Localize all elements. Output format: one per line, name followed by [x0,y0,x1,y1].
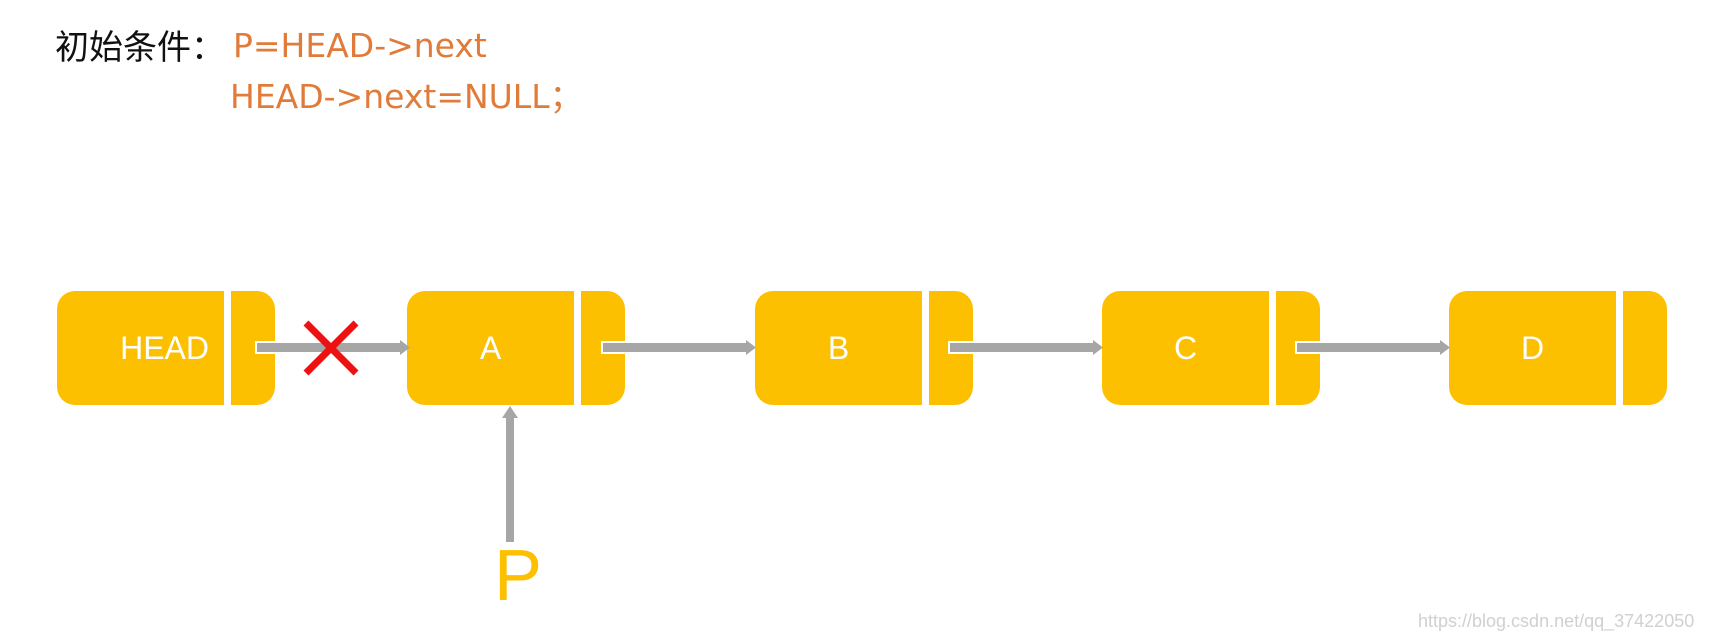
link-a-to-b [601,340,756,355]
condition-line-1: P=HEAD->next [233,26,487,65]
node-c: C [1102,291,1320,405]
node-head-label: HEAD [120,329,209,366]
condition-label: 初始条件： [55,28,225,68]
node-head: HEAD [57,291,275,405]
node-b: B [755,291,973,405]
node-b-label: B [827,329,850,366]
pointer-p-arrow [502,406,518,542]
node-divider [1269,291,1276,405]
node-divider [1616,291,1623,405]
link-b-to-c [948,340,1103,355]
pointer-p-label: P [494,536,543,616]
watermark: https://blog.csdn.net/qq_37422050 [1418,611,1695,631]
broken-link-cross-icon [303,320,359,376]
node-d: D [1449,291,1667,405]
node-a-label: A [479,329,502,366]
node-c-label: C [1173,329,1198,366]
link-c-to-d [1295,340,1450,355]
node-divider [922,291,929,405]
node-divider [574,291,581,405]
node-divider [224,291,231,405]
node-a: A [407,291,625,405]
condition-line-2: HEAD->next=NULL； [230,77,583,116]
node-d-label: D [1520,329,1545,366]
